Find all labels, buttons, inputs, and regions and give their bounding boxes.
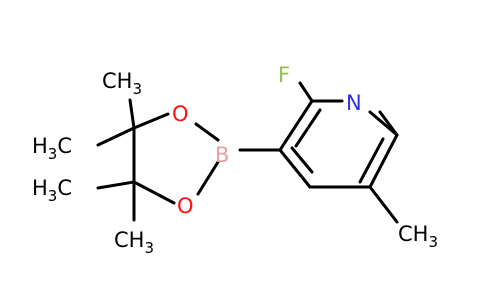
methyl-bottom: CH3 [114,228,154,257]
atom-n: N [346,91,362,115]
atom-o2: O [177,194,194,218]
bond-c6-c5 [368,133,399,189]
bond-cb-me-left [96,180,136,190]
methyl-upper-left: H3C [32,134,72,163]
bond-c2-f [298,81,314,103]
bond-b-o2 [196,160,220,196]
bond-c3-c2 [278,99,314,152]
bond-c2-c3-inner [294,108,322,148]
atom-b: B [215,143,229,167]
bond-ca-me-left [96,126,136,147]
methyl-ring: CH3 [398,222,438,251]
bonds [96,81,399,224]
bond-ca-me-top [128,98,136,130]
bond-c4-c3-double [290,146,314,174]
bond-c4-c3 [278,148,312,189]
bond-c6-c5-double [358,137,385,184]
methyl-lower-left: H3C [32,176,72,205]
bond-o1-ca [132,112,170,130]
bond-b-o1 [194,122,220,142]
bond-n-c6 [368,110,399,137]
bond-o2-cb [132,180,176,205]
methyl-top: CH3 [102,69,142,98]
atom-o1: O [172,102,189,126]
atom-f: F [278,63,290,87]
bond-c5-me [368,185,399,224]
